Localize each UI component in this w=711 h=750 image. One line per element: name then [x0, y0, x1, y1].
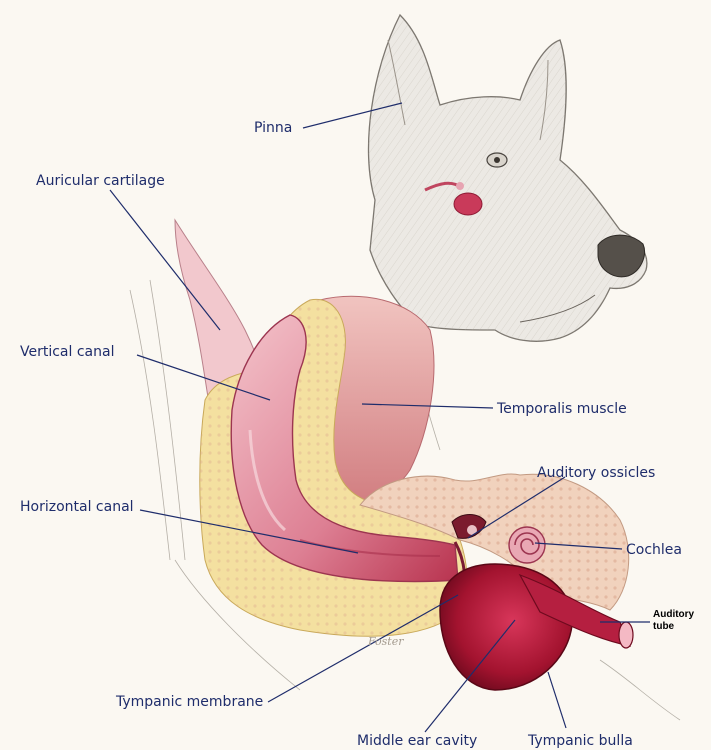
tympanic-bulla-shape	[440, 564, 572, 690]
leader-auricular-cartilage	[110, 190, 220, 330]
label-auricular-cartilage: Auricular cartilage	[36, 174, 165, 188]
label-tympanic-bulla: Tympanic bulla	[528, 734, 633, 748]
label-auditory-tube-line2: tube	[653, 621, 674, 632]
label-horizontal-canal: Horizontal canal	[20, 500, 134, 514]
label-pinna: Pinna	[254, 121, 292, 135]
label-auditory-tube-line1: Auditory	[653, 609, 694, 620]
dog-head-sketch	[368, 15, 646, 341]
artist-signature: Foster	[367, 635, 404, 648]
label-vertical-canal: Vertical canal	[20, 345, 114, 359]
cochlea-shape	[509, 527, 545, 563]
label-tympanic-membrane: Tympanic membrane	[116, 695, 263, 709]
label-temporalis-muscle: Temporalis muscle	[497, 402, 627, 416]
label-middle-ear-cavity: Middle ear cavity	[357, 734, 477, 748]
label-auditory-ossicles: Auditory ossicles	[537, 466, 655, 480]
label-cochlea: Cochlea	[626, 543, 682, 557]
leader-tympanic-bulla	[548, 672, 566, 728]
